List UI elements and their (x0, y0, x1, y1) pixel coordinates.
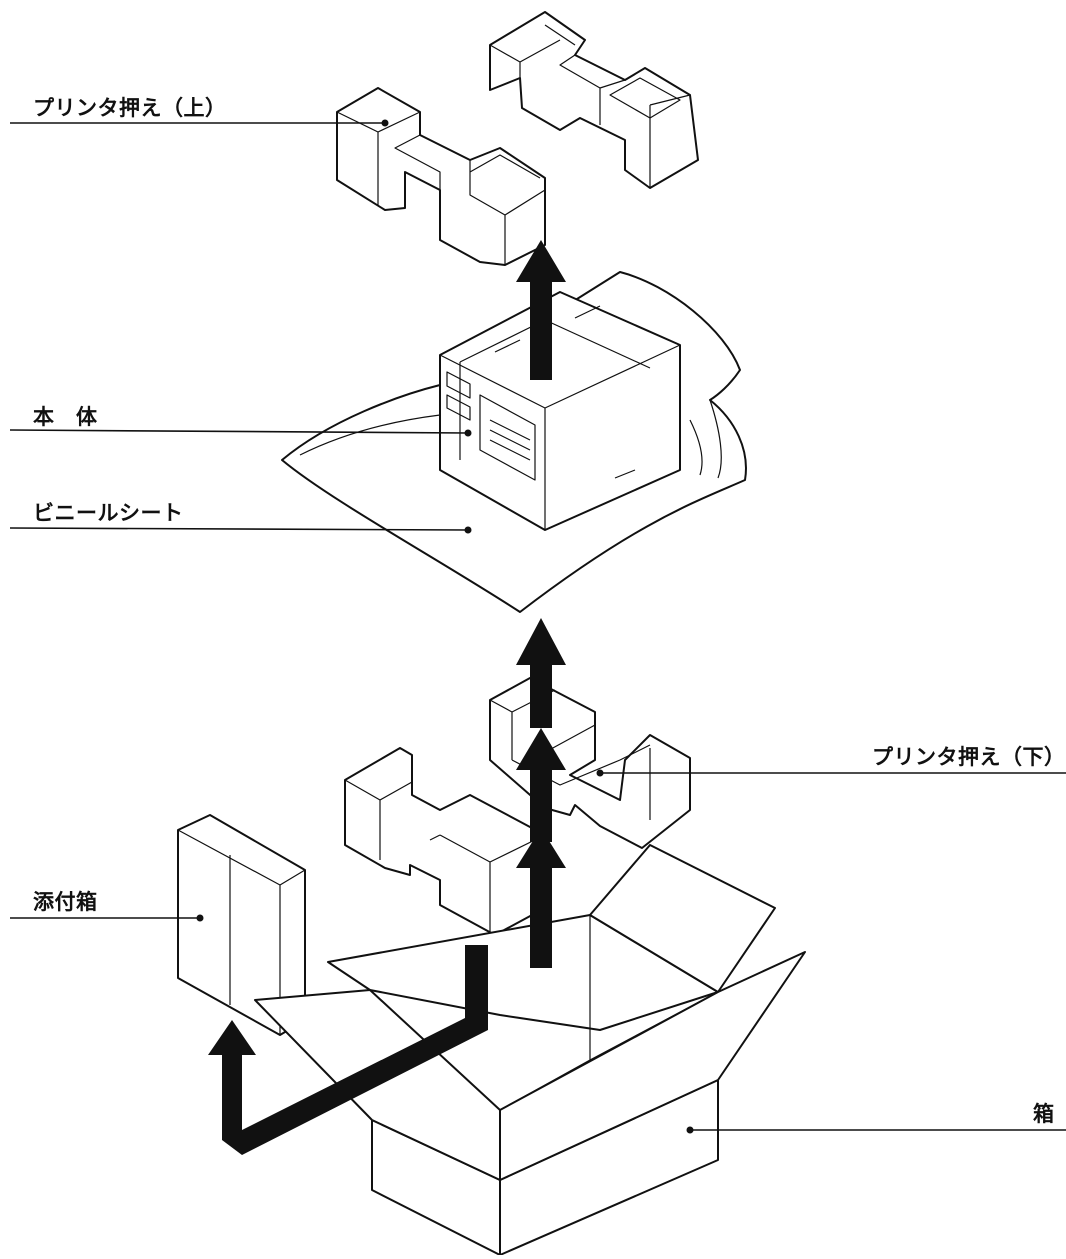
label-printer-holder-top: プリンタ押え（上） (33, 96, 227, 120)
label-vinyl-sheet: ビニールシート (33, 501, 184, 525)
label-box: 箱 (1033, 1102, 1055, 1126)
label-main-unit: 本 体 (33, 405, 98, 429)
arrow-up-printer (516, 240, 566, 380)
leader-lines (9, 119, 1066, 1134)
arrow-up-holder-back (516, 728, 566, 842)
printer-holder-top-front (336, 87, 546, 266)
printer-body (439, 291, 681, 531)
label-printer-holder-bottom: プリンタ押え（下） (872, 745, 1066, 769)
outer-box-shape (254, 844, 806, 1256)
arrow-up-accessory-path (208, 945, 488, 1155)
label-accessory-box: 添付箱 (33, 890, 98, 914)
lift-arrows (208, 240, 566, 1155)
printer-holder-bottom-back (344, 747, 546, 936)
arrow-from-box (516, 828, 566, 968)
arrow-up-holder-bottom (516, 618, 566, 728)
printer-holder-top-back (489, 11, 699, 189)
